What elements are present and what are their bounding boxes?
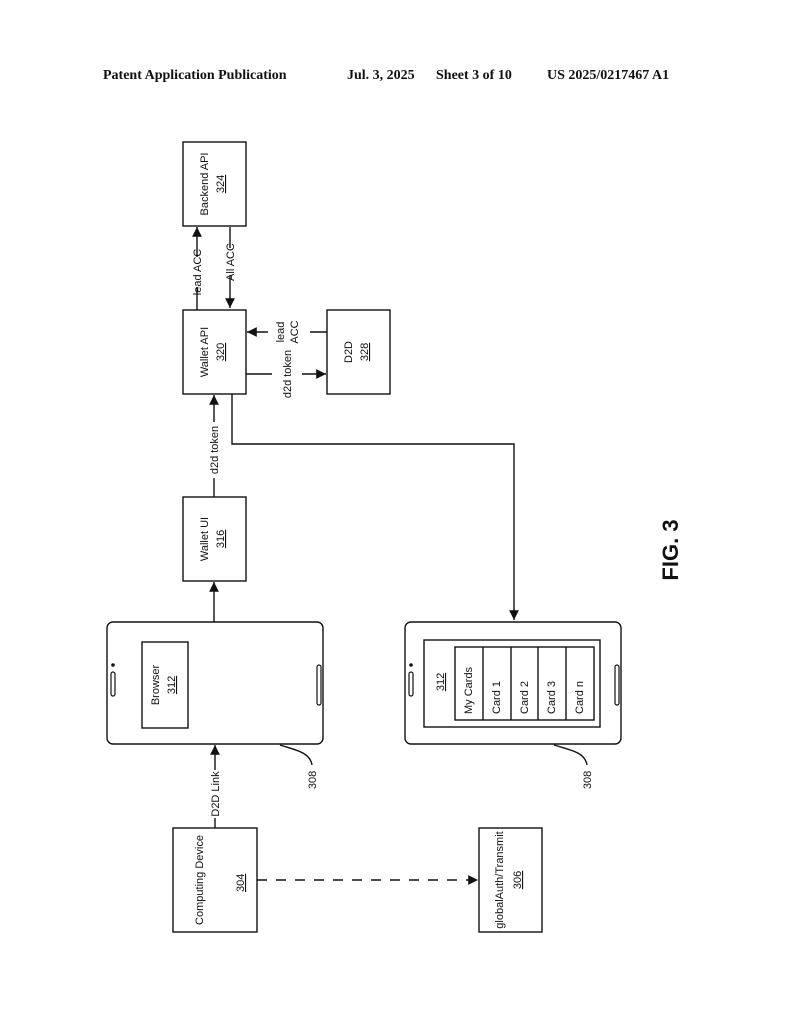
edge-lead-acc-from-d2d: lead ACC [247,320,327,344]
browser-label: Browser [150,664,162,705]
computing-device-label: Computing Device [194,835,206,925]
edge-d2d-token-to-wallet-api: d2d token [209,395,221,497]
publication-type: Patent Application Publication [103,68,287,83]
device-bottom-ref: 308 [582,771,594,789]
backend-api-box: Backend API 324 [182,141,247,227]
wallet-ui-box: Wallet UI 316 [182,496,247,582]
card-list-item: Card 3 [546,681,558,714]
edge-lead-acc-to-backend: lead ACC [192,227,204,310]
page-header: Patent Application Publication Jul. 3, 2… [0,68,794,88]
edge-d2d-link: D2D Link [210,745,222,828]
wallet-ui-ref: 316 [215,530,227,548]
computing-device-box: Computing Device 304 [172,827,258,933]
edge-label-lead: lead [275,322,287,343]
card-list-item: Card 1 [491,681,503,714]
d2d-box: D2D 328 [326,309,391,395]
edge-wallet-api-to-wallet-screen [231,394,519,620]
wallet-api-ref: 320 [215,343,227,361]
edge-label-d2d-token: d2d token [209,426,221,474]
backend-api-label: Backend API [199,153,211,216]
card-list-item: Card n [574,681,586,714]
patent-number: US 2025/0217467 A1 [547,68,670,83]
edge-all-acc-to-wallet-api: All ACC [225,227,237,308]
publication-date: Jul. 3, 2025 [347,68,415,83]
wallet-api-label: Wallet API [199,327,211,377]
edge-label-all-acc: All ACC [225,243,237,281]
global-auth-box: globalAuth/Transmit 306 [478,827,543,933]
edge-d2d-token-to-d2d: d2d token [246,350,326,398]
wallet-api-box: Wallet API 320 [182,309,247,395]
edge-label-lead-acc: lead ACC [192,249,204,296]
card-list-header: My Cards [463,666,475,714]
wallet-screen-ref: 312 [435,673,447,691]
device-top-ref: 308 [307,771,319,789]
backend-api-ref: 324 [215,175,227,193]
d2d-label: D2D [343,341,355,363]
browser-ref: 312 [166,676,178,694]
d2d-ref: 328 [359,343,371,361]
wallet-ui-label: Wallet UI [199,517,211,561]
figure-label: FIG. 3 [658,519,683,580]
edge-label-d2d-link: D2D Link [210,771,222,817]
computing-device-ref: 304 [235,874,247,892]
browser-window: Browser 312 [141,641,189,729]
wallet-screen: 312 My Cards Card 1 Card 2 Card 3 Card n [423,639,601,728]
mobile-device-bottom: 312 My Cards Card 1 Card 2 Card 3 Card n… [404,621,622,789]
card-list-item: Card 2 [519,681,531,714]
global-auth-label: globalAuth/Transmit [494,831,506,928]
global-auth-ref: 306 [512,871,524,889]
sheet-number: Sheet 3 of 10 [436,68,512,83]
edge-label-acc: ACC [289,320,301,343]
edge-label-d2d-token-right: d2d token [282,350,294,398]
mobile-device-top: Browser 312 308 [106,621,324,789]
